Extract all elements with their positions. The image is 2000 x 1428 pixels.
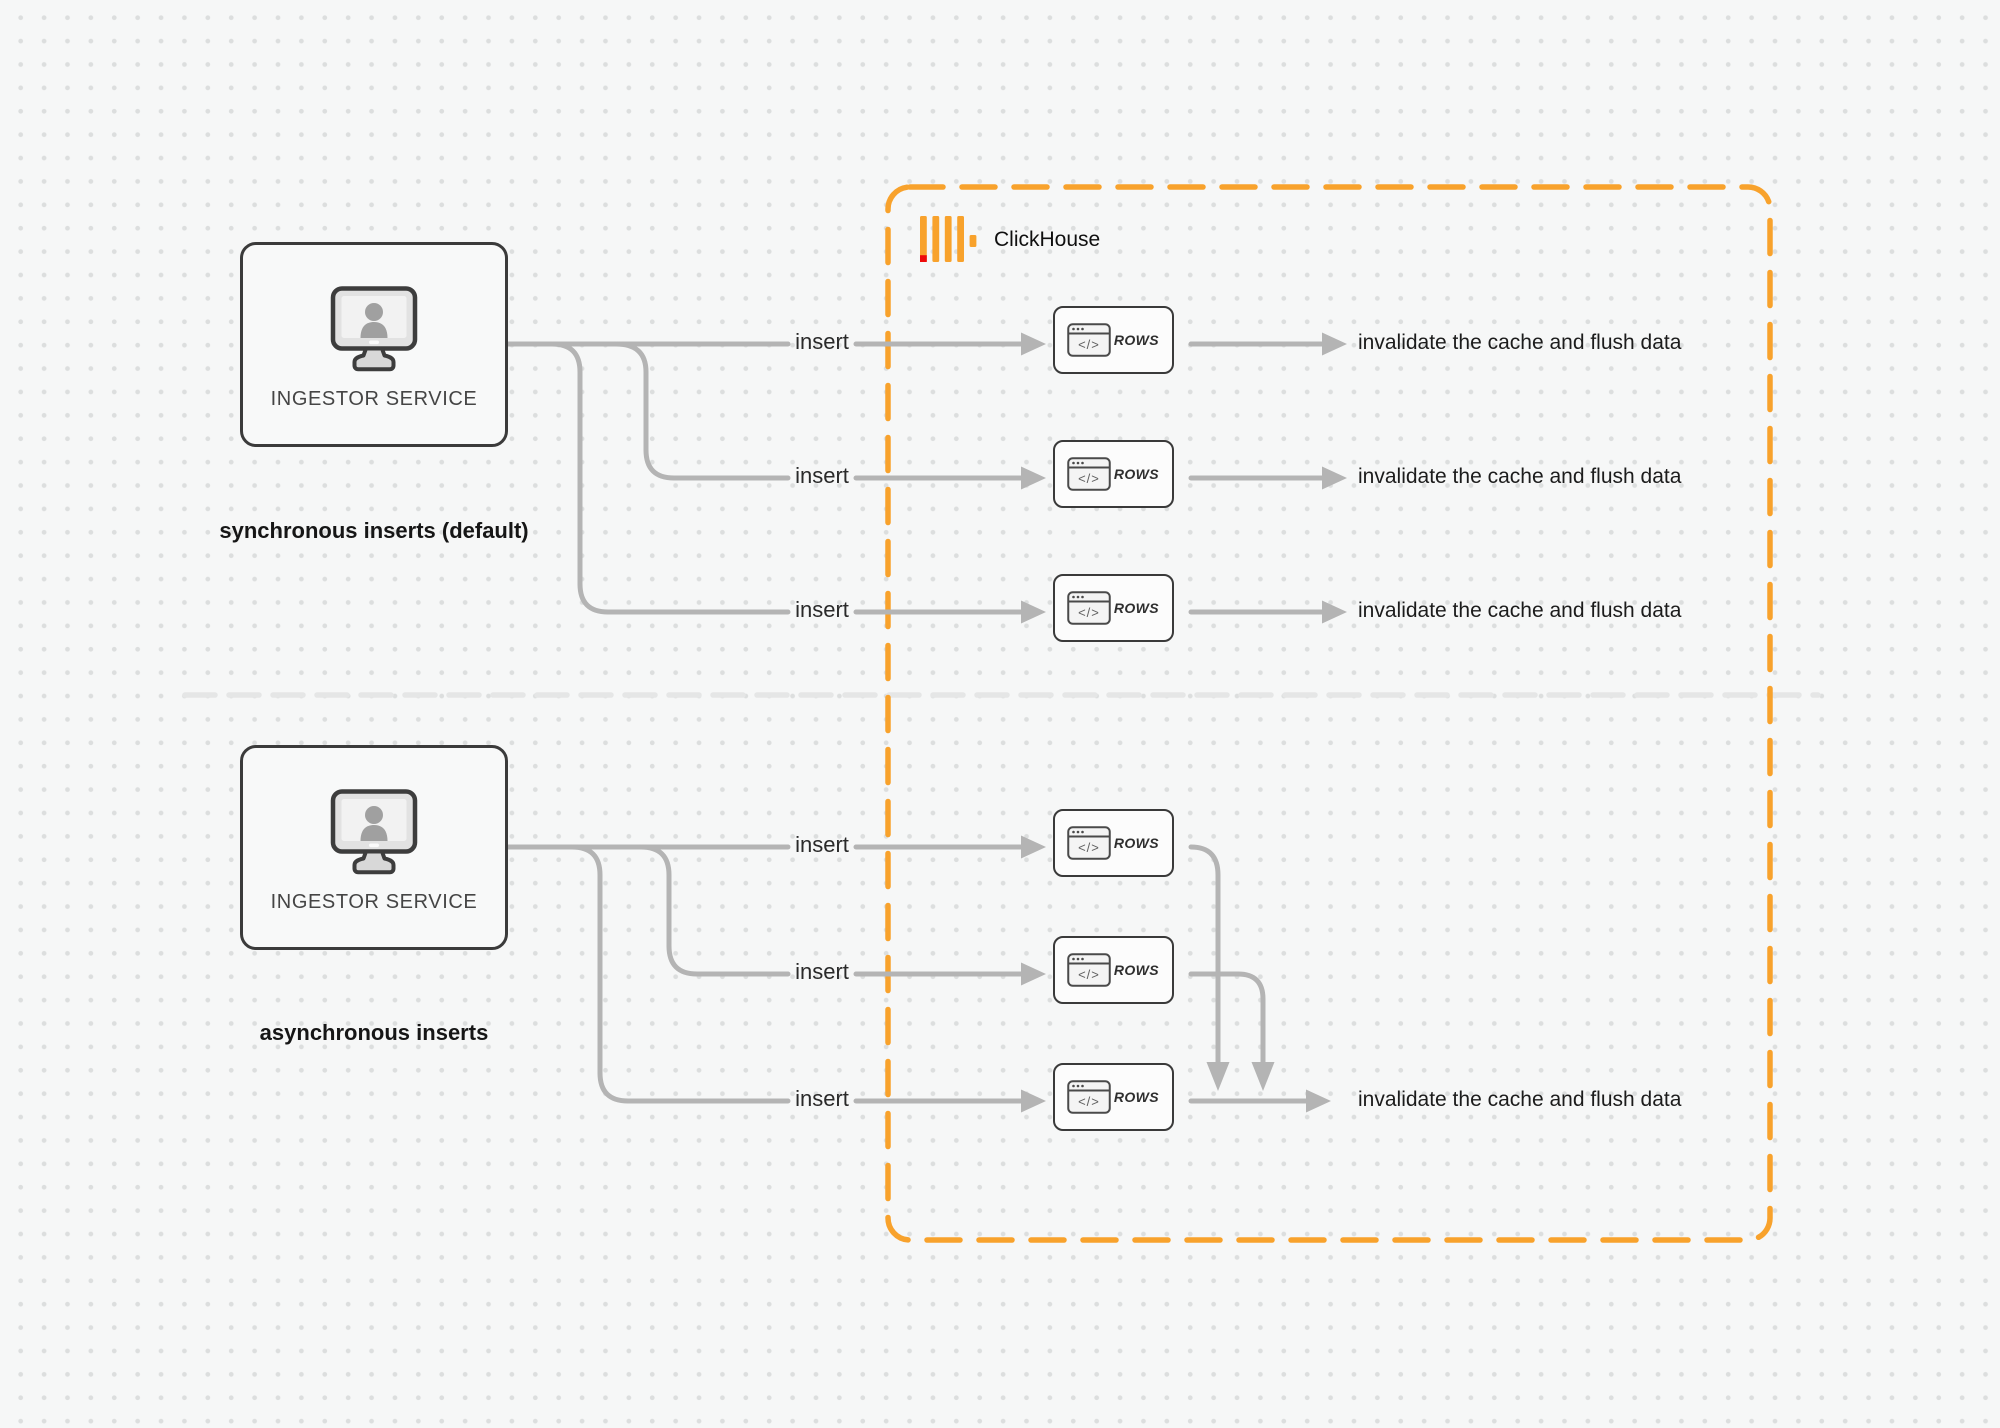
ingestor-service-label: INGESTOR SERVICE [270,890,478,913]
async-connectors [502,844,1310,1104]
clickhouse-container-border [885,184,1773,1243]
result-label: invalidate the cache and flush data [1358,331,1682,354]
sync-arrowheads [1021,332,1347,624]
rows-label: ROWS [1113,1089,1159,1105]
sync-connectors [505,341,1326,615]
code-glyph: </> [1078,1094,1100,1109]
sync-caption: synchronous inserts (default) [219,518,529,543]
async-caption: asynchronous inserts [259,1020,489,1045]
rows-label: ROWS [1113,835,1159,851]
rows-label: ROWS [1113,962,1159,978]
insert-label: insert [795,597,849,622]
code-glyph: </> [1078,967,1100,982]
monitor-user-icon [330,285,418,371]
code-window-icon: </> [1067,1080,1111,1114]
insert-label: insert [795,1086,849,1111]
rows-label: ROWS [1113,466,1159,482]
rows-label: ROWS [1113,332,1159,348]
ingestor-service-box-sync: INGESTOR SERVICE [240,242,508,447]
code-window-icon: </> [1067,457,1111,491]
result-label: invalidate the cache and flush data [1358,599,1682,622]
code-window-icon: </> [1067,953,1111,987]
result-label: invalidate the cache and flush data [1358,1088,1682,1111]
async-arrowheads [1021,835,1331,1113]
rows-card: </> ROWS [1053,809,1177,880]
code-window-icon: </> [1067,826,1111,860]
result-label: invalidate the cache and flush data [1358,465,1682,488]
insert-label: insert [795,832,849,857]
rows-card: </> ROWS [1053,1063,1177,1134]
rows-label: ROWS [1113,600,1159,616]
code-glyph: </> [1078,840,1100,855]
code-window-icon: </> [1067,591,1111,625]
monitor-user-icon [330,788,418,874]
rows-card: </> ROWS [1053,936,1177,1007]
code-window-icon: </> [1067,323,1111,357]
code-glyph: </> [1078,337,1100,352]
code-glyph: </> [1078,471,1100,486]
rows-card: </> ROWS [1053,574,1177,645]
clickhouse-label: ClickHouse [994,228,1101,251]
ingestor-service-box-async: INGESTOR SERVICE [240,745,508,950]
insert-label: insert [795,463,849,488]
clickhouse-logo [920,216,977,262]
insert-label: insert [795,959,849,984]
rows-card: </> ROWS [1053,440,1177,511]
code-glyph: </> [1078,605,1100,620]
rows-card: </> ROWS [1053,306,1177,377]
insert-label: insert [795,329,849,354]
clickhouse-header: ClickHouse [920,216,1100,264]
ingestor-service-label: INGESTOR SERVICE [270,387,478,410]
